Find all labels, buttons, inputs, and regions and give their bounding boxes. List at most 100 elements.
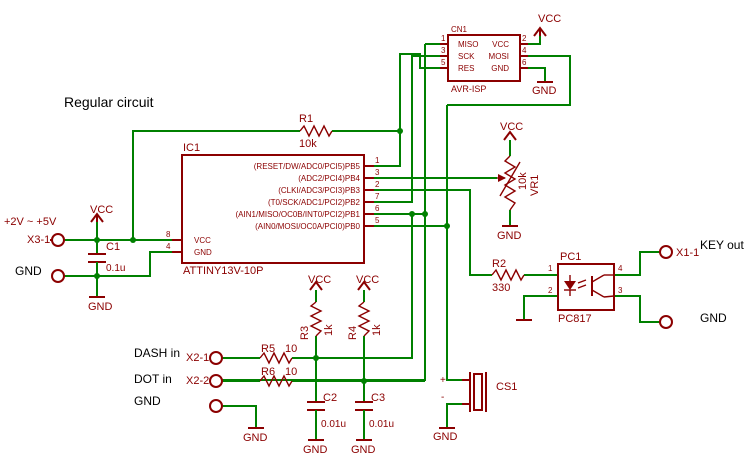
c2-name: C2: [323, 392, 337, 404]
connector-x2-2: DOT in X2-2: [134, 372, 223, 388]
ic1-pin4-num: 4: [166, 242, 171, 251]
ic1-pin-pb1: (AIN1/MISO/OC0B/INT0/PCI2)PB1: [236, 210, 361, 219]
cn1-pin5-num: 5: [441, 58, 446, 67]
cn1-pin3-num: 3: [441, 46, 446, 55]
x2-1-label: X2-1: [186, 352, 209, 364]
capacitor-c3: C3 0.01u: [355, 392, 394, 430]
vr1-name: VR1: [529, 175, 541, 196]
ic1-pin3-num: 3: [375, 168, 380, 177]
ic1-name: IC1: [183, 142, 200, 154]
cn1-pin-res: RES: [458, 64, 474, 73]
r2-value: 330: [492, 282, 510, 294]
capacitor-c2: C2 0.01u: [307, 392, 346, 430]
resistor-r6: R6 10: [259, 366, 297, 388]
capacitor-c1: C1 0.1u: [88, 241, 125, 274]
schematic-title: Regular circuit: [64, 94, 154, 110]
connector-gnd-right: GND: [659, 311, 727, 329]
cs1-minus: -: [441, 392, 444, 403]
ic1-pin2-num: 2: [375, 180, 380, 189]
cn1-pin2-num: 2: [522, 34, 527, 43]
vr1-value: 10k: [517, 172, 529, 190]
c1-value: 0.1u: [106, 263, 125, 274]
r4-value: 1k: [371, 324, 383, 336]
svg-text:GND: GND: [532, 85, 557, 97]
gnd-symbol: GND: [243, 427, 268, 444]
gnd-input-label: GND: [15, 264, 42, 278]
c3-value: 0.01u: [369, 419, 394, 430]
ic1-pin6-num: 6: [375, 204, 380, 213]
svg-text:VCC: VCC: [90, 204, 113, 216]
cn1-pin-miso: MISO: [458, 40, 478, 49]
gnd-symbol: GND: [497, 225, 522, 242]
c1-name: C1: [106, 241, 120, 253]
pc1-pin2-num: 2: [548, 286, 553, 295]
cn1-pin-vcc: VCC: [492, 40, 509, 49]
x2-2-label: X2-2: [186, 375, 209, 387]
ic1-pin-pb3: (CLKI/ADC3/PCI3)PB3: [278, 186, 360, 195]
vcc-symbol: VCC: [533, 13, 561, 37]
ic1-pin7-num: 7: [375, 192, 380, 201]
vcc-symbol: VCC: [90, 204, 113, 223]
resistor-r3: R3 1k: [299, 301, 335, 340]
dash-in-label: DASH in: [134, 346, 180, 360]
resistor-r5: R5 10: [259, 343, 297, 365]
c3-name: C3: [371, 392, 385, 404]
cn1-pin-sck: SCK: [458, 52, 475, 61]
svg-text:GND: GND: [303, 444, 328, 456]
r1-value: 10k: [299, 138, 317, 150]
wires: [64, 36, 660, 440]
x3-1-label: X3-1: [27, 234, 50, 246]
vcc-symbol: VCC: [500, 121, 523, 141]
cn1-value: AVR-ISP: [451, 84, 486, 94]
ic1-pin-pb5: (RESET/DW/ADC0/PCI5)PB5: [254, 162, 361, 171]
pc1-value: PC817: [558, 313, 592, 325]
ic1-pin5-num: 5: [375, 216, 380, 225]
gnd-symbol: GND: [433, 427, 458, 443]
resistor-r1: R1 10k: [299, 113, 333, 150]
r1-name: R1: [299, 113, 313, 125]
connector-x3-1: +2V ~ +5V X3-1: [4, 216, 65, 247]
vcc-symbol: VCC: [308, 274, 331, 291]
ic1-pin-pb0: (AIN0/MOSI/OC0A/PCI0)PB0: [255, 222, 360, 231]
cs1-name: CS1: [496, 381, 517, 393]
cn1-avr-isp: CN1 AVR-ISP MISO VCC SCK MOSI RES GND 1 …: [440, 25, 528, 94]
cn1-pin4-num: 4: [522, 46, 527, 55]
r5-name: R5: [261, 343, 275, 355]
pc1-name: PC1: [560, 251, 581, 263]
gnd-symbol: GND: [351, 439, 376, 456]
dot-in-label: DOT in: [134, 372, 172, 386]
pc1-pin4-num: 4: [618, 264, 623, 273]
cs1-plus: +: [440, 375, 446, 386]
ic1-pin-vcc: VCC: [194, 236, 211, 245]
svg-text:GND: GND: [433, 431, 458, 443]
ic1-pin1-num: 1: [375, 156, 380, 165]
r4-name: R4: [347, 326, 359, 340]
gnd-bottom-label: GND: [134, 394, 161, 408]
svg-text:VCC: VCC: [308, 274, 331, 286]
x1-1-label: X1-1: [676, 247, 699, 259]
connector-x2-1: DASH in X2-1: [134, 346, 223, 365]
cn1-pin6-num: 6: [522, 58, 527, 67]
svg-text:VCC: VCC: [500, 121, 523, 133]
r6-value: 10: [285, 366, 297, 378]
cn1-name: CN1: [451, 25, 468, 34]
wire-junctions: [94, 128, 450, 384]
r3-value: 1k: [323, 324, 335, 336]
gnd-symbol: GND: [88, 296, 113, 313]
ic1-pin-gnd: GND: [194, 248, 212, 257]
r2-name: R2: [492, 258, 506, 270]
svg-text:GND: GND: [497, 230, 522, 242]
key-out-label: KEY out: [700, 238, 744, 252]
ic1-value: ATTINY13V-10P: [183, 265, 264, 277]
svg-text:GND: GND: [351, 444, 376, 456]
svg-text:VCC: VCC: [356, 274, 379, 286]
connector-x1-1: X1-1 KEY out: [659, 238, 744, 259]
gnd-symbol: GND: [303, 439, 328, 456]
r6-name: R6: [261, 366, 275, 378]
connector-gnd-left: GND: [15, 264, 65, 283]
gnd-output-label: GND: [700, 311, 727, 325]
ic1-attiny13: IC1 ATTINY13V-10P VCC GND 8 4 (RESET/DW/…: [166, 142, 380, 277]
ic1-pin-pb4: (ADC2/PCI4)PB4: [298, 174, 360, 183]
pc1-pin1-num: 1: [548, 264, 553, 273]
